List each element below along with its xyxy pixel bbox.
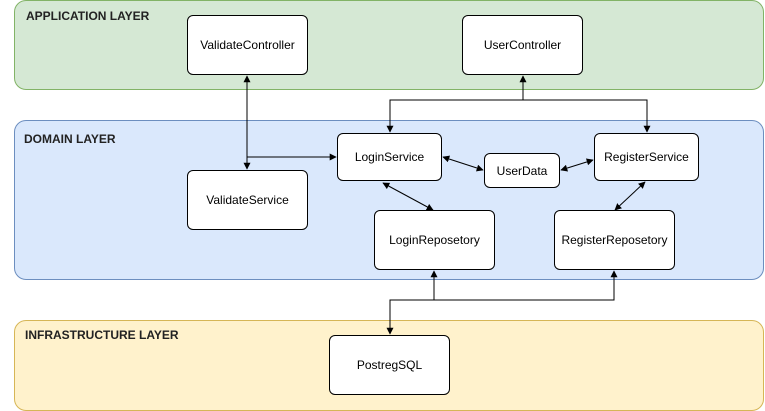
login-repository-node[interactable]: LoginReposetory (374, 210, 495, 270)
user-data-node[interactable]: UserData (484, 153, 560, 188)
infrastructure-layer-title: INFRASTRUCTURE LAYER (25, 328, 179, 342)
register-service-node[interactable]: RegisterService (594, 133, 699, 181)
application-layer: APPLICATION LAYER (14, 0, 764, 90)
register-repository-node[interactable]: RegisterReposetory (554, 210, 675, 270)
user-controller-node[interactable]: UserController (462, 15, 583, 75)
application-layer-title: APPLICATION LAYER (26, 9, 150, 23)
postgresql-node[interactable]: PostregSQL (329, 335, 450, 395)
validate-controller-node[interactable]: ValidateController (187, 15, 308, 75)
login-service-node[interactable]: LoginService (337, 133, 442, 181)
domain-layer-title: DOMAIN LAYER (24, 132, 116, 146)
validate-service-node[interactable]: ValidateService (187, 170, 308, 230)
